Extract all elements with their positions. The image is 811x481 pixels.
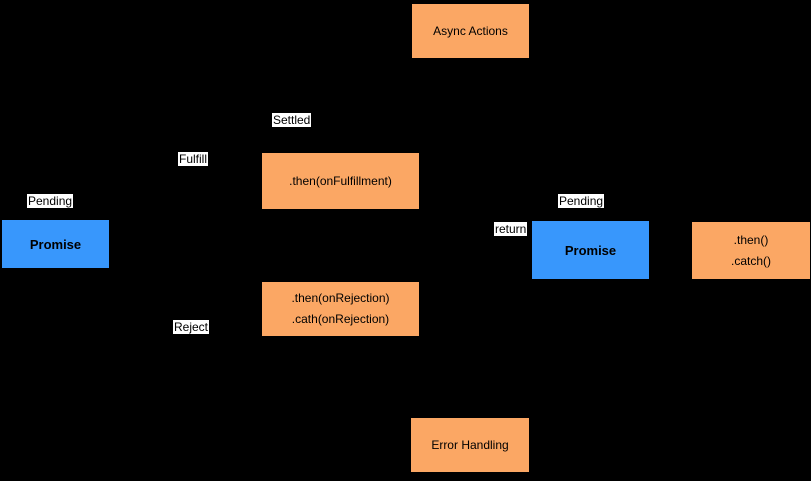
node-promise-left-label: Promise [29,236,82,252]
node-then-catch-line2: .catch() [730,253,771,268]
node-promise-right-label: Promise [564,242,617,258]
edge-label-reject: Reject [173,320,210,334]
edge-label-pending-left: Pending [27,194,74,208]
node-then-catch-line1: .then() [733,232,769,247]
node-async-actions-label: Async Actions [433,23,508,38]
node-promise-left: Promise [1,219,110,269]
edge-label-pending-right: Pending [558,194,605,208]
node-then-fulfillment: .then(onFulfillment) [261,152,420,210]
node-then-rejection-line2: .cath(onRejection) [291,312,390,326]
node-async-actions: Async Actions [411,3,530,59]
node-then-catch: .then() .catch() [691,221,811,280]
node-error-handling: Error Handling [410,417,530,473]
node-then-rejection-line1: .then(onRejection) [291,291,390,305]
node-error-handling-label: Error Handling [431,437,509,452]
edge-label-fulfill: Fulfill [178,152,209,166]
node-then-rejection: .then(onRejection) .cath(onRejection) [261,281,420,337]
edge-label-settled: Settled [272,113,312,127]
node-promise-right: Promise [531,220,650,280]
node-then-fulfillment-label: .then(onFulfillment) [289,173,392,188]
edge-label-return: return [494,222,528,236]
